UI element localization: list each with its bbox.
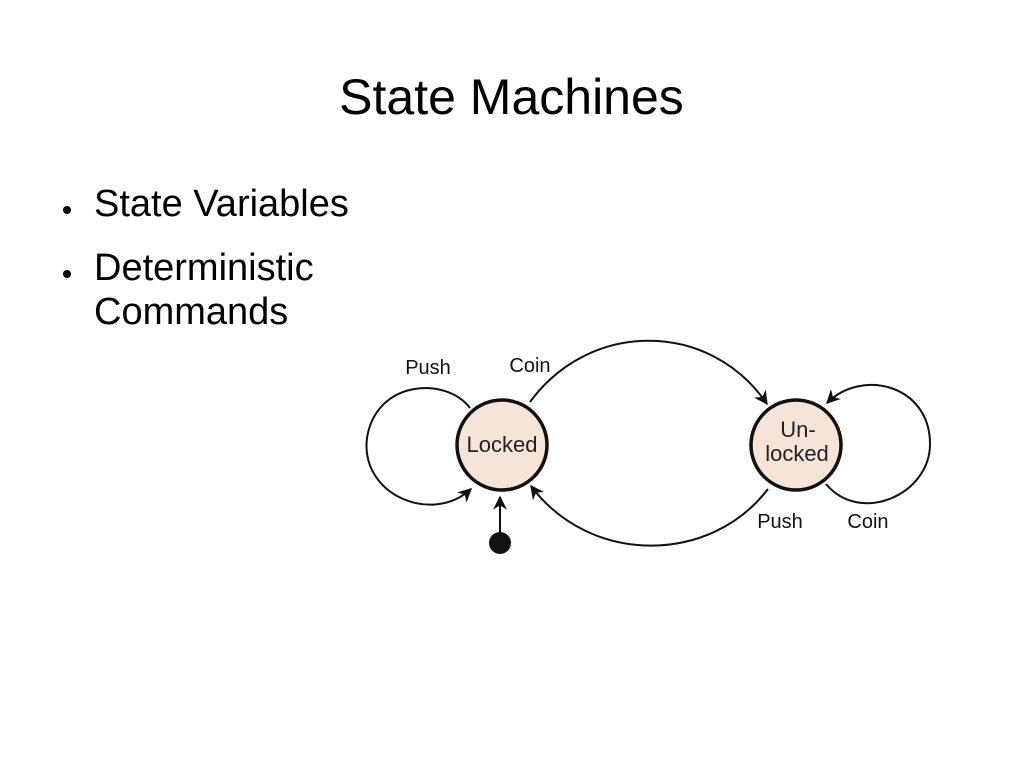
unlocked-self-loop-edge <box>825 383 932 505</box>
state-unlocked-node <box>749 398 843 492</box>
slide-title: State Machines <box>339 69 684 125</box>
state-locked-node <box>455 398 549 492</box>
unlocked-to-locked-edge <box>530 484 769 547</box>
initial-state-dot <box>489 532 511 554</box>
bullet-state-variables: State Variables <box>58 182 394 226</box>
transition-label-unlocked-coin: Coin <box>847 511 888 533</box>
transition-label-locked-coin: Coin <box>509 355 550 377</box>
transition-label-unlocked-push: Push <box>757 511 803 533</box>
bullet-list: State Variables Deterministic Commands <box>58 182 394 354</box>
locked-to-unlocked-edge <box>529 339 768 406</box>
state-locked-label: Locked <box>467 432 538 457</box>
state-unlocked-label-line2: locked <box>765 441 829 466</box>
locked-self-loop-edge <box>365 387 473 506</box>
state-unlocked-label-line1: Un- <box>780 417 815 442</box>
transition-label-locked-push: Push <box>405 357 451 379</box>
bullet-deterministic-commands: Deterministic Commands <box>58 246 394 334</box>
